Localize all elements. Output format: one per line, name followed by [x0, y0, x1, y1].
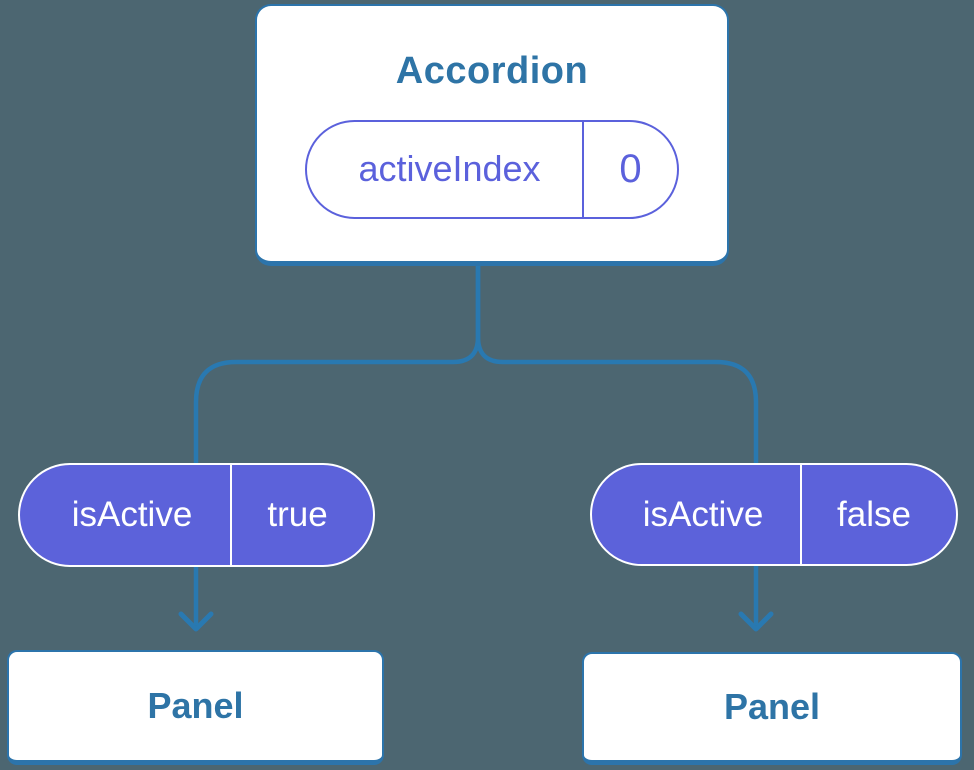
- state-value-label: true: [267, 495, 328, 534]
- connector-left-branch: [193, 263, 481, 626]
- state-value-label: false: [837, 494, 911, 534]
- arrow-down-icon: [738, 611, 774, 632]
- accordion-node-title: Accordion: [395, 49, 589, 92]
- panel-node-right: Panel: [582, 652, 962, 765]
- arrow-down-icon: [178, 611, 214, 632]
- panel-node-left: Panel: [7, 650, 384, 765]
- connector-right-branch: [475, 263, 759, 626]
- prop-value-label: 0: [619, 146, 642, 191]
- accordion-node: Accordion activeIndex 0: [255, 4, 729, 266]
- state-name-label: isActive: [20, 465, 232, 565]
- active-index-prop-pill: activeIndex 0: [305, 119, 679, 219]
- state-name-label: isActive: [592, 465, 802, 564]
- panel-label: Panel: [147, 685, 244, 726]
- panel-label: Panel: [723, 686, 821, 727]
- state-pill-is-active-true: isActive true: [18, 463, 375, 567]
- prop-name-label: activeIndex: [307, 121, 584, 217]
- state-pill-is-active-false: isActive false: [590, 463, 958, 566]
